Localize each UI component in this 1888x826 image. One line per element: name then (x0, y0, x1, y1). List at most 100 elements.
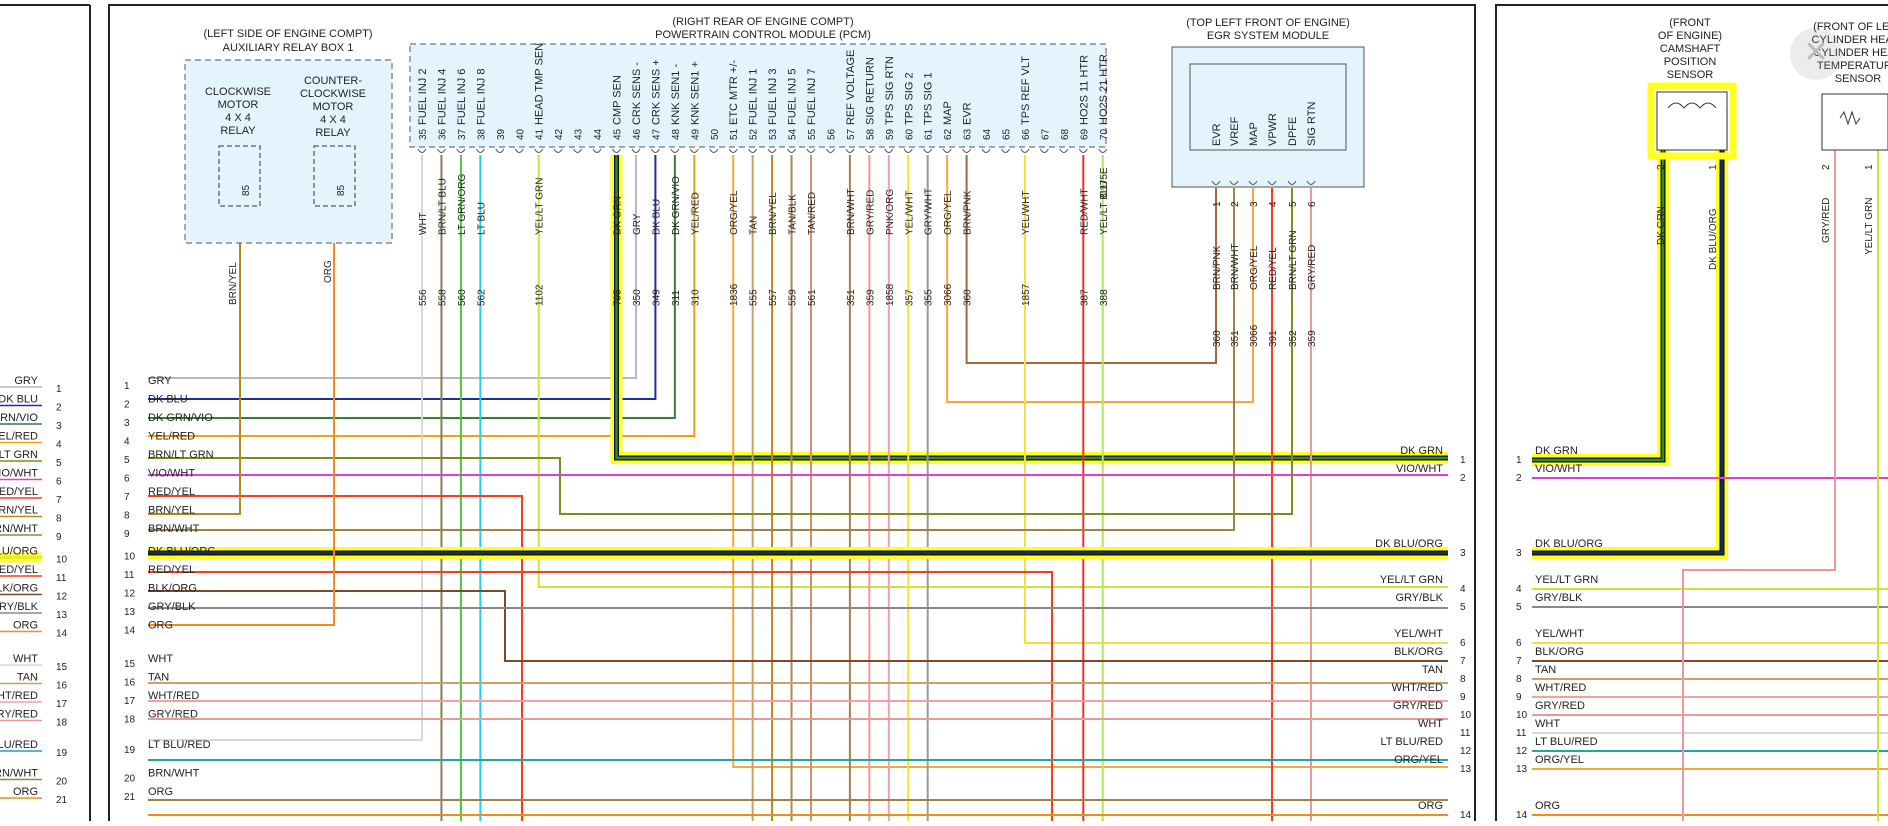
pcm-pin-signal: ETC MTR +/- (728, 60, 740, 125)
row-wire-label-right: BLK/ORG (1394, 646, 1443, 658)
row-wire-label-left: YEL/RED (148, 431, 195, 443)
relay1-pin: 85 (241, 184, 252, 196)
relay-box-location: (LEFT SIDE OF ENGINE COMPT) (203, 28, 372, 40)
cmp-wire-label: DK GRN (1656, 206, 1667, 245)
right-panel-border (1495, 4, 1888, 826)
row-number-right: 9 (1460, 692, 1466, 703)
pcm-pin-terminal (456, 148, 466, 153)
pcm-box (409, 43, 1107, 148)
pcm-pin-signal: REF VOLTAGE (845, 50, 857, 125)
left-strip-wire-label: RED/YEL (0, 564, 38, 576)
pcm-pin-number: 54 (788, 128, 799, 140)
pcm-pin-signal: MAP (942, 101, 954, 125)
wire-knk-plus (148, 155, 696, 437)
row-number-left: 9 (124, 529, 130, 540)
pcm-pin-terminal (748, 148, 758, 153)
pcm-wire-label: DK GRN/VIO (671, 176, 682, 235)
row-wire-label-left: LT BLU/RED (148, 739, 211, 751)
left-strip-row-number: 5 (56, 458, 62, 469)
pcm-pin-signal: FUEL INJ 3 (767, 69, 779, 125)
pcm-pin-terminal (845, 148, 855, 153)
row-wire-label-left: WHT (148, 653, 173, 665)
pcm-circuit-number: 558 (437, 289, 448, 306)
pcm-pin-number: 48 (671, 128, 682, 140)
pcm-circuit-number: 357 (904, 289, 915, 306)
left-strip-row-number: 21 (56, 795, 68, 806)
close-icon: ✕ (1803, 35, 1829, 70)
wire-cmp-dkbluorg (1532, 113, 1724, 555)
relay2-label: RELAY (315, 127, 351, 139)
pcm-circuit-number: 561 (807, 289, 818, 306)
egr-pin-terminal (1267, 180, 1277, 185)
pcm-pin-signal: FUEL INJ 1 (748, 69, 760, 125)
row-number-left: 21 (124, 792, 136, 803)
row-number-left: 2 (124, 400, 130, 411)
pcm-pin-terminal (1098, 148, 1108, 153)
row-wire-label-left: DK GRN/VIO (148, 412, 213, 424)
pcm-circuit-number: 556 (418, 289, 429, 306)
row-wire-label-left: DK BLU (148, 394, 188, 406)
cmp-sensor-box (1656, 91, 1728, 151)
pcm-wire-label: ORG/YEL (943, 190, 954, 235)
egr-circuit-number: 352 (1288, 330, 1299, 347)
wire-map (946, 155, 1254, 403)
row-number-left: 5 (124, 455, 130, 466)
left-strip-wire-label: RED/YEL (0, 486, 38, 498)
cht-wire-label: YEL/LT GRN (1864, 198, 1875, 255)
right-panel-row-number: 4 (1516, 584, 1522, 595)
row-wire-label-right: GRY/BLK (1396, 592, 1444, 604)
pcm-pin-signal: CMP SEN (612, 75, 624, 125)
pcm-pin-number: 61 (924, 128, 935, 140)
row-number-left: 7 (124, 492, 130, 503)
cmp-pin-number: 2 (1656, 164, 1667, 170)
row-wire-label-right: ORG/YEL (1394, 754, 1443, 766)
row-number-right: 4 (1460, 584, 1466, 595)
left-strip-wire-label: BRN/YEL (0, 505, 38, 517)
relay2-label: CLOCKWISE (300, 88, 366, 100)
pcm-pin-number: 65 (1002, 128, 1013, 140)
pcm-pin-signal: TPS SIG RTN (884, 56, 896, 125)
egr-wire-label: BRN/PNK (1212, 245, 1223, 290)
pcm-pin-terminal (864, 148, 874, 153)
relay2-label: 4 X 4 (320, 114, 346, 126)
pcm-pin-number: 40 (515, 128, 526, 140)
wire-egr-dpfe (148, 188, 1293, 515)
row-wire-label-left: RED/YEL (148, 564, 195, 576)
pcm-location: (RIGHT REAR OF ENGINE COMPT) (672, 16, 853, 28)
close-button[interactable]: ✕ (1790, 28, 1842, 80)
egr-pin-number: 5 (1288, 201, 1299, 207)
row-wire-label-right: WHT/RED (1392, 682, 1443, 694)
pcm-wire-label: PNK/ORG (885, 189, 896, 235)
pcm-wire-label: BRN/WHT (846, 188, 857, 235)
pcm-pin-signal: HO2S 11 HTR (1078, 55, 1090, 125)
pcm-wire-label: GRY (632, 213, 643, 235)
row-wire-label-left: VIO/WHT (148, 468, 195, 480)
pcm-circuit-number: 555 (749, 289, 760, 306)
relay2-label: COUNTER- (304, 75, 362, 87)
egr-pin-number: 6 (1307, 201, 1318, 207)
pcm-pin-terminal (942, 148, 952, 153)
relay1-label: CLOCKWISE (205, 86, 271, 98)
cmp-sensor-title: POSITION (1664, 56, 1717, 68)
pcm-pin-number: 37 (457, 128, 468, 140)
wire-etc-mtr (732, 155, 1448, 768)
row-wire-label-left: ORG (148, 620, 173, 632)
left-strip-row-number: 3 (56, 421, 62, 432)
row-wire-label-right: DK BLU/ORG (1375, 538, 1443, 550)
left-strip-row-number: 17 (56, 699, 68, 710)
row-number-left: 15 (124, 659, 136, 670)
pcm-pin-terminal (573, 148, 583, 153)
row-wire-label-right: ORG (1418, 800, 1443, 812)
row-number-left: 10 (124, 552, 136, 563)
wire-crk-minus (148, 155, 637, 379)
pcm-pin-number: 62 (943, 128, 954, 140)
left-strip-wire-label: WHT/RED (0, 690, 38, 702)
row-wire-label-right: YEL/WHT (1394, 628, 1443, 640)
row-number-left: 1 (124, 381, 130, 392)
left-strip-row-number: 16 (56, 681, 68, 692)
pcm-connector-id: C175E (1099, 167, 1110, 198)
right-panel-row-label: LT BLU/RED (1535, 736, 1598, 748)
pcm-wire-label: TAN/BLK (788, 194, 799, 235)
